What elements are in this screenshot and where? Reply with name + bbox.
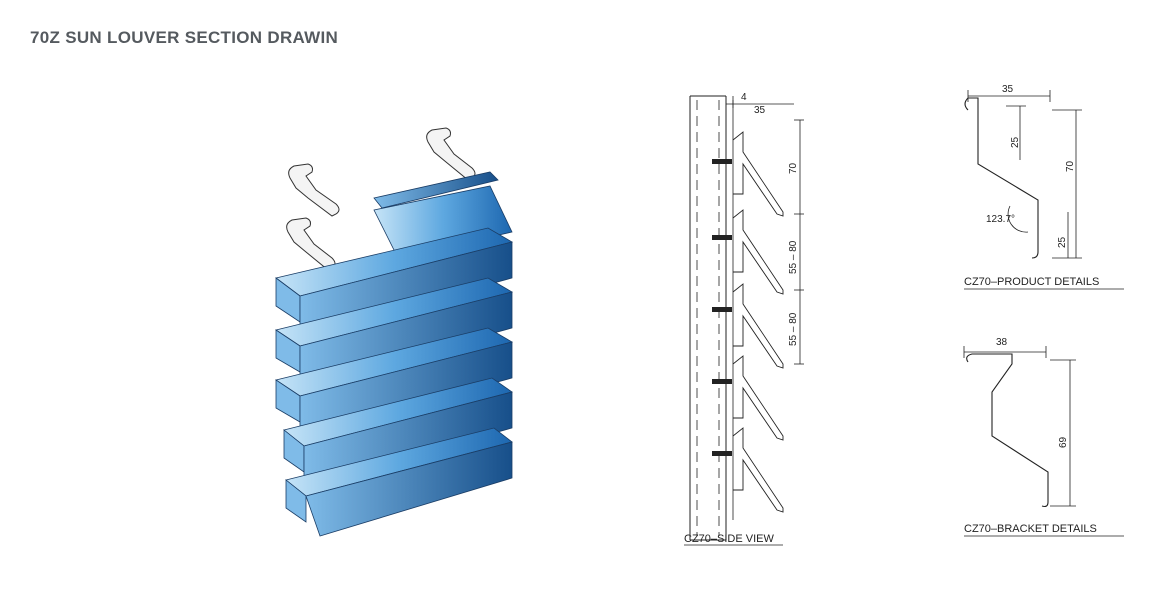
product-dim-bottom: 25 (1057, 236, 1068, 248)
louver-isometric (275, 127, 514, 537)
page-title: 70Z SUN LOUVER SECTION DRAWIN (30, 28, 339, 47)
side-dim-width: 35 (754, 105, 766, 116)
bracket-icon (286, 127, 476, 271)
bracket-details-caption: CZ70–BRACKET DETAILS (964, 523, 1097, 535)
product-dim-width: 35 (1002, 84, 1014, 95)
bracket-details-drawing: 38 69 CZ70–BRACKET DETAILS (963, 337, 1124, 537)
bracket-dim-width: 38 (996, 337, 1008, 348)
bracket-dim-height: 69 (1058, 436, 1069, 448)
side-dim-pitch-2: 55 – 80 (788, 312, 799, 346)
product-dim-height: 70 (1065, 160, 1076, 172)
side-dim-gap: 4 (741, 92, 747, 103)
louver-slats (275, 227, 514, 537)
product-details-drawing: 35 25 70 123.7° 25 CZ70–PRODUCT DETAILS (964, 84, 1124, 290)
product-dim-angle: 123.7° (986, 214, 1015, 225)
side-view-drawing: 4 35 70 55 – 80 55 – 80 CZ70–SIDE VIEW (684, 92, 804, 546)
product-dim-top: 25 (1010, 136, 1021, 148)
product-details-caption: CZ70–PRODUCT DETAILS (964, 276, 1099, 288)
side-dim-pitch-1: 55 – 80 (788, 240, 799, 274)
screw-icon (712, 159, 732, 456)
side-dim-height: 70 (788, 162, 799, 174)
side-view-caption: CZ70–SIDE VIEW (684, 533, 774, 545)
